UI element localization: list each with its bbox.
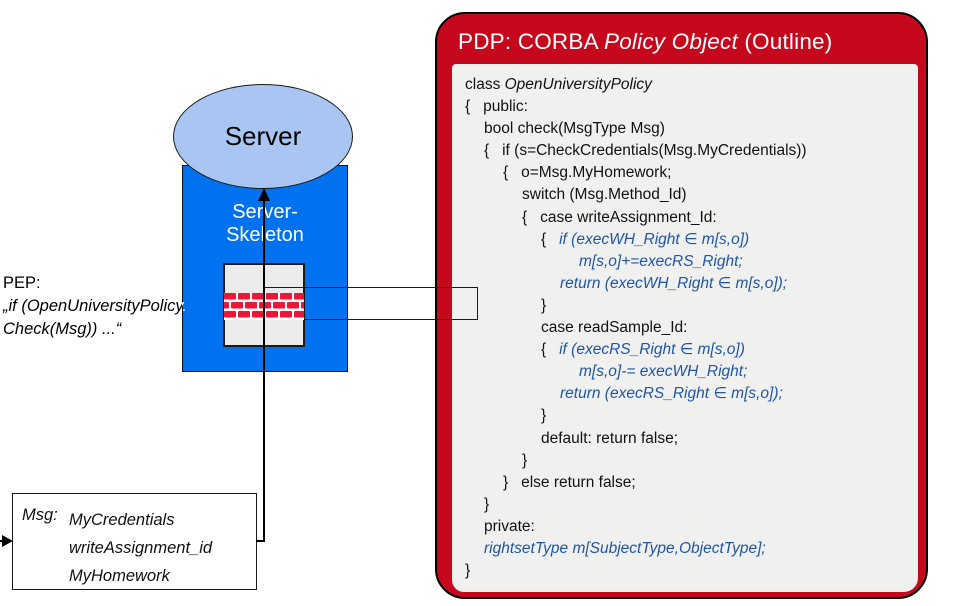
code-line: } <box>465 450 914 472</box>
server-skeleton-label: Server- Skeleton <box>182 201 348 247</box>
pdp-title-italic: Policy Object <box>604 29 738 54</box>
code-segment: { <box>541 230 560 248</box>
server-label: Server <box>224 121 302 151</box>
code-segment: { public: <box>465 98 528 116</box>
code-line: } else return false; <box>465 472 914 494</box>
code-line: } <box>465 560 914 582</box>
pdp-title-suffix: (Outline) <box>737 29 833 54</box>
code-line: { o=Msg.MyHomework; <box>465 162 914 184</box>
code-line: } <box>465 405 914 427</box>
code-segment: } else return false; <box>503 473 636 491</box>
code-line: { if (execWH_Right ∈ m[s,o]) <box>465 229 914 251</box>
arrow-right-icon <box>2 535 13 547</box>
pep-code-line1: „if (OpenUniversityPolicy. „if (OpenUniv… <box>3 295 187 318</box>
code-line: { case writeAssignment_Id: <box>465 207 914 229</box>
code-segment: rightsetType m[SubjectType,ObjectType]; <box>484 539 766 557</box>
pep-label: PEP: <box>3 274 41 292</box>
code-segment: default: return false; <box>541 429 678 447</box>
msg-item-method: writeAssignment_id <box>69 539 213 557</box>
code-line: m[s,o]-= execWH_Right; <box>465 361 914 383</box>
code-line: switch (Msg.Method_Id) <box>465 184 914 206</box>
code-segment: m[s,o]-= execWH_Right; <box>579 363 748 381</box>
code-segment: } <box>522 451 528 469</box>
code-segment: } <box>484 495 490 513</box>
code-line: return (execWH_Right ∈ m[s,o]); <box>465 273 914 295</box>
code-line: class OpenUniversityPolicy <box>465 74 914 96</box>
msg-item-homework: MyHomework <box>69 567 170 585</box>
code-line: } <box>465 494 914 516</box>
code-line: bool check(MsgType Msg) <box>465 118 914 140</box>
msg-to-server-arrow-line <box>263 196 265 541</box>
code-segment: { <box>541 341 560 359</box>
msg-to-server-arrow-foot <box>256 540 265 542</box>
pdp-title: PDP: CORBA Policy Object (Outline) <box>458 29 832 55</box>
code-line: rightsetType m[SubjectType,ObjectType]; <box>465 538 914 560</box>
code-segment: class <box>465 76 505 93</box>
code-line: private: <box>465 516 914 538</box>
code-segment: switch (Msg.Method_Id) <box>522 186 687 204</box>
code-line: } <box>465 295 914 317</box>
msg-item-credentials: MyCredentials <box>69 511 175 529</box>
code-segment: private: <box>484 517 535 535</box>
code-line: m[s,o]+=execRS_Right; <box>465 251 914 273</box>
pep-annotation: PEP: „if (OpenUniversityPolicy. „if (Ope… <box>3 272 187 341</box>
code-segment: OpenUniversityPolicy <box>504 76 652 93</box>
code-segment: { o=Msg.MyHomework; <box>503 164 672 182</box>
pep-code-line2: Check(Msg)) ...“ <box>3 320 122 338</box>
code-line: return (execRS_Right ∈ m[s,o]); <box>465 383 914 405</box>
code-segment: { case writeAssignment_Id: <box>522 208 717 226</box>
code-segment: return (execWH_Right ∈ m[s,o]); <box>560 274 788 292</box>
code-block: class OpenUniversityPolicy { public: bool … <box>465 74 914 582</box>
code-segment: { if (s=CheckCredentials(Msg.MyCredentia… <box>484 142 807 160</box>
code-line: { if (execRS_Right ∈ m[s,o]) <box>465 339 914 361</box>
pep-code-line1-text: „if (OpenUniversityPolicy. <box>3 297 187 315</box>
code-segment: if (execRS_Right ∈ m[s,o]) <box>559 341 745 359</box>
pep-code-line1-overlay: „if (OpenUniversityPolicy. <box>3 297 187 315</box>
code-line: { public: <box>465 96 914 118</box>
code-line: { if (s=CheckCredentials(Msg.MyCredentia… <box>465 140 914 162</box>
code-segment: case readSample_Id: <box>541 319 688 337</box>
msg-box-label: Msg: <box>22 506 58 524</box>
code-segment: return (execRS_Right ∈ m[s,o]); <box>560 385 783 403</box>
server-skeleton-label-line1: Server- <box>232 201 298 223</box>
arrow-up-icon <box>258 188 270 201</box>
policy-code-panel: class OpenUniversityPolicy { public: bool … <box>452 64 918 592</box>
msg-box: Msg: MyCredentials writeAssignment_id My… <box>12 493 257 590</box>
code-line: default: return false; <box>465 428 914 450</box>
server-ellipse: Server <box>173 84 353 189</box>
msg-box-items: MyCredentials writeAssignment_id MyHomew… <box>69 506 212 590</box>
code-line: case readSample_Id: <box>465 317 914 339</box>
code-segment: } <box>465 562 471 580</box>
code-segment: m[s,o]+=execRS_Right; <box>579 252 743 270</box>
code-segment: } <box>541 407 547 425</box>
code-segment: bool check(MsgType Msg) <box>484 120 665 138</box>
code-segment: if (execWH_Right ∈ m[s,o]) <box>559 230 750 248</box>
pdp-title-prefix: PDP: CORBA <box>458 29 604 54</box>
pdp-panel: PDP: CORBA Policy Object (Outline) class… <box>435 12 928 599</box>
server-skeleton-label-line2: Skeleton <box>226 224 304 246</box>
code-segment: } <box>541 296 547 314</box>
